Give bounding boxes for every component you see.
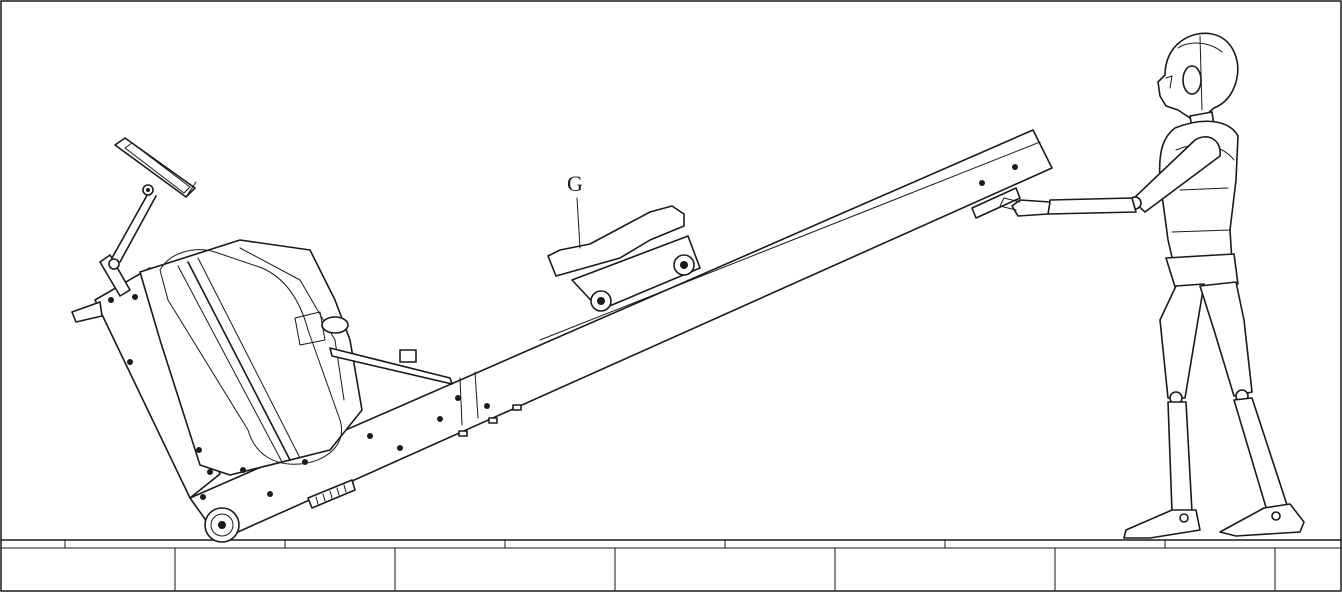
person-figure — [999, 32, 1305, 539]
floor-strip — [0, 539, 1342, 592]
monitor — [114, 137, 197, 198]
callout-g-label: G — [567, 171, 583, 196]
rail-beam — [189, 129, 1053, 541]
front-frame — [71, 184, 363, 499]
callout-g: G — [567, 171, 583, 249]
handle-bar — [294, 311, 453, 385]
seat — [547, 205, 701, 312]
transport-wheel — [204, 507, 240, 543]
